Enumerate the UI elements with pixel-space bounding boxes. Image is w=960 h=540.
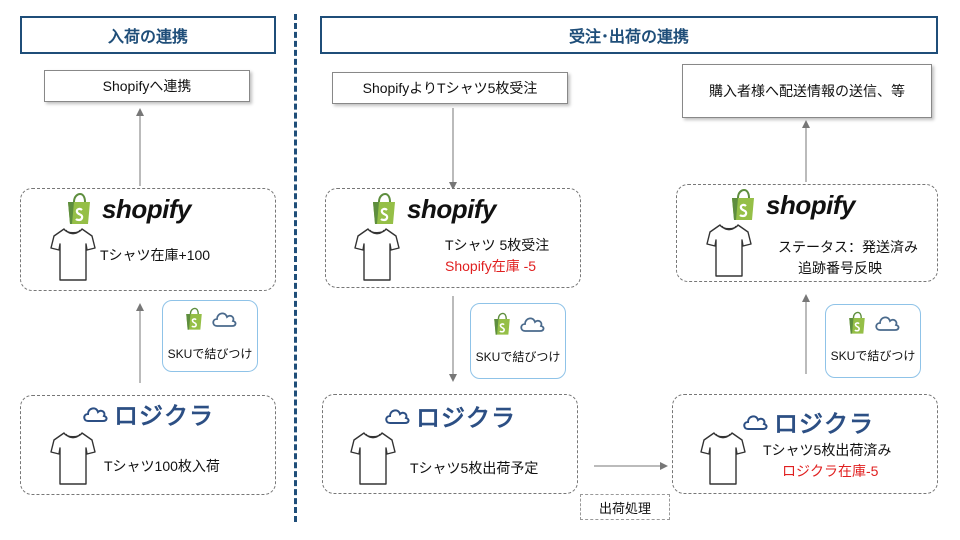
shopify-logo: shopify	[726, 188, 855, 222]
arrow-up-left-2	[136, 303, 144, 383]
cloud-icon	[385, 408, 410, 424]
left-logiclo-caption: Tシャツ100枚入荷	[104, 458, 220, 474]
right-sku-label-shipped: SKUで結びつけ	[830, 349, 916, 363]
cloud-icon	[743, 414, 768, 430]
logiclo-logo: ロジクラ	[382, 398, 516, 433]
right-logi1-caption: Tシャツ5枚出荷予定	[410, 460, 539, 476]
tshirt-icon	[50, 432, 96, 485]
shopify-bag-icon	[732, 188, 754, 220]
shopify-bag-icon	[373, 192, 395, 224]
right-shop2-line1: ステータス：発送済み	[778, 239, 918, 255]
tshirt-icon	[50, 228, 96, 281]
cloud-icon	[83, 406, 108, 422]
logiclo-logo: ロジクラ	[80, 396, 214, 431]
arrow-up-ship-1	[802, 120, 810, 182]
shopify-wordmark: shopify	[407, 193, 496, 224]
logiclo-logo: ロジクラ	[740, 404, 874, 439]
shopify-wordmark: shopify	[766, 189, 855, 220]
right-shop1-line1: Tシャツ 5枚受注	[445, 237, 550, 253]
left-top-box: Shopifyへ連携	[44, 70, 250, 102]
right-top-box-order: ShopifyよりTシャツ5枚受注	[332, 72, 568, 104]
shopify-logo: shopify	[367, 192, 496, 226]
left-shopify-caption: Tシャツ在庫+100	[100, 247, 211, 263]
section-divider	[294, 14, 297, 522]
shipping-process-tag: 出荷処理	[580, 494, 670, 520]
left-sku-box: SKUで結びつけ	[162, 300, 258, 372]
arrow-up-ship-2	[802, 294, 810, 374]
cloud-icon	[875, 316, 900, 331]
right-logi2-line1: Tシャツ5枚出荷済み	[763, 442, 892, 458]
shopify-bag-icon	[494, 312, 510, 335]
right-shop1-line2: Shopify在庫 -5	[445, 258, 537, 274]
shopify-bag-icon	[68, 192, 90, 224]
tshirt-icon	[700, 432, 746, 485]
logiclo-wordmark: ロジクラ	[774, 411, 874, 438]
right-top-box-notify: 購入者様へ配送情報の送信、等	[682, 64, 932, 118]
logiclo-wordmark: ロジクラ	[416, 405, 516, 432]
arrow-right-ship	[594, 462, 668, 470]
right-section-header: 受注･出荷の連携	[320, 16, 938, 54]
left-section-header: 入荷の連携	[20, 16, 276, 54]
logiclo-wordmark: ロジクラ	[114, 403, 214, 430]
right-sku-box-shipped: SKUで結びつけ	[825, 304, 921, 378]
right-sku-label-order: SKUで結びつけ	[475, 350, 561, 364]
shopify-bag-icon	[849, 311, 865, 334]
cloud-icon	[212, 312, 237, 327]
arrow-up-left-1	[136, 108, 144, 186]
arrow-down-order-1	[449, 108, 457, 190]
arrow-down-order-2	[449, 296, 457, 382]
right-shop2-line2: 追跡番号反映	[798, 260, 882, 276]
tshirt-icon	[354, 228, 400, 281]
shopify-wordmark: shopify	[102, 193, 191, 224]
tshirt-icon	[350, 432, 396, 485]
shopify-logo: shopify	[62, 192, 191, 226]
left-sku-label: SKUで結びつけ	[167, 347, 253, 361]
tshirt-icon	[706, 224, 752, 277]
cloud-icon	[520, 317, 545, 332]
right-logi2-line2: ロジクラ在庫-5	[782, 463, 879, 479]
shopify-bag-icon	[186, 307, 202, 330]
right-sku-box-order: SKUで結びつけ	[470, 303, 566, 379]
